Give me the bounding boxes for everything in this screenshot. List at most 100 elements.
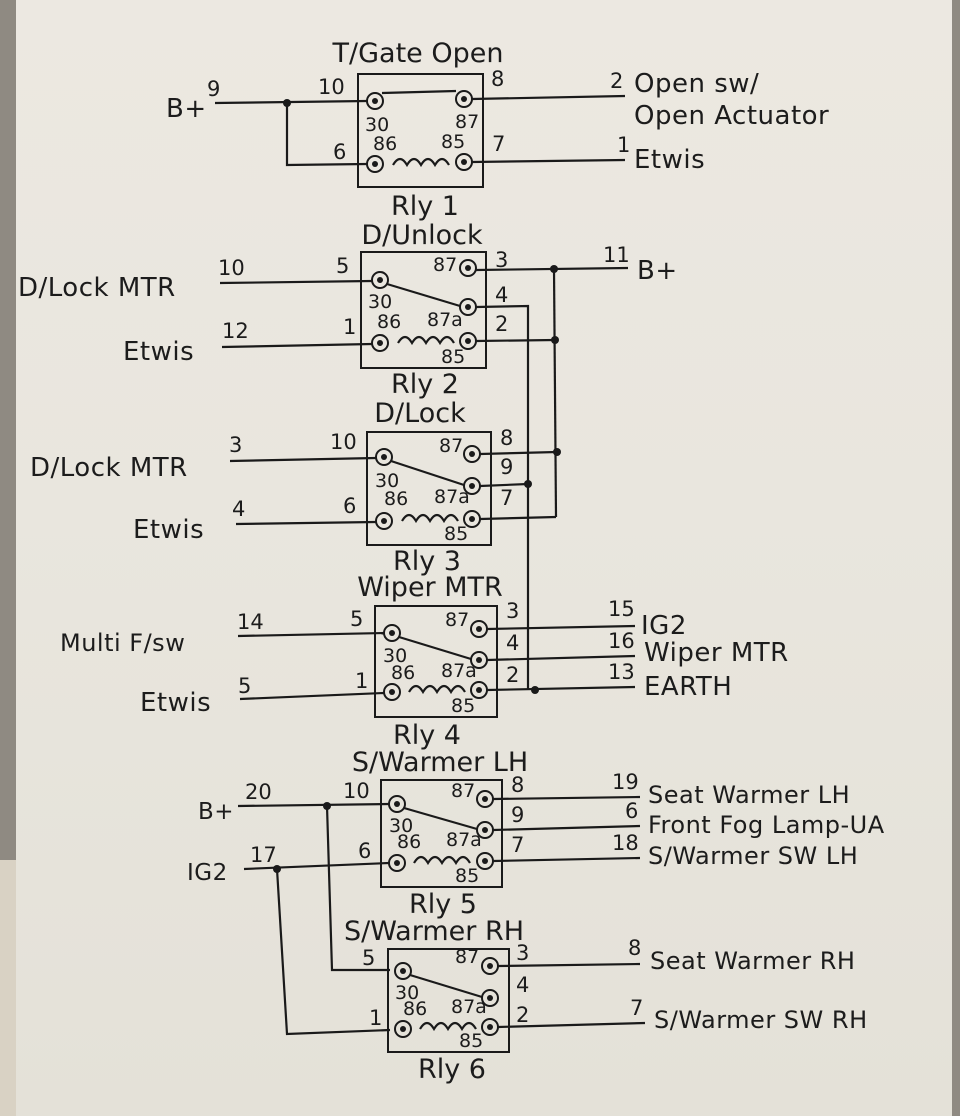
relay-5-wire-num-20: 20 [245,780,272,804]
relay-5-name: Rly 5 [409,889,477,920]
relay-1-wire-num-1: 1 [617,133,630,157]
relay-2-box [360,251,487,369]
relay-3-title: D/Lock [374,398,466,429]
relay-4-contact-30: 30 [383,645,407,667]
relay-3-wire-dlock-mtr [229,456,377,463]
relay-4-contact-87a: 87a [441,660,477,682]
relay-1-name: Rly 1 [391,191,459,222]
relay-5-wire-label-front-fog: Front Fog Lamp-UA [648,811,885,839]
relay-3-wire-87-bplus [479,450,558,456]
relay-5-wire-label-seat-warmer-lh: Seat Warmer LH [648,781,850,809]
relay-3-wire-num-3: 3 [229,433,242,457]
relay-6-wire-num-8: 8 [628,936,641,960]
relay-3-contact-87: 87 [439,435,463,457]
relay-1-wire-label-etwis: Etwis [634,145,705,175]
relay-6-pin-2: 2 [516,1003,529,1027]
relay-5-switch-arm [403,806,478,831]
relay-2-contact-87a: 87a [427,309,463,331]
relay-5-pin-9: 9 [511,803,524,827]
relay-1-pin-7: 7 [492,132,505,156]
relay-4-contact-85: 85 [451,695,475,717]
relay-3-terminal-30 [375,448,393,466]
relay-6-terminal-30 [394,962,412,980]
relay-2-junction-bplus [550,265,558,273]
relay-4-wire-label-ig2: IG2 [641,611,687,641]
relay-5-pin-10: 10 [343,779,370,803]
relay-2-wire-85-bus [475,338,556,343]
relay-2-junction-85 [551,336,559,344]
relay-5-wire-sw-lh [492,856,641,863]
relay-5-contact-87: 87 [451,780,475,802]
relay-5-terminal-30 [388,795,406,813]
relay-1-contact-30: 30 [365,114,389,136]
relay-2-pin-1: 1 [343,315,356,339]
relay-1-pin-6: 6 [333,140,346,164]
relay-3-box [366,431,492,546]
relay-6-contact-85: 85 [459,1030,483,1052]
relay-5-wire-bplus-to-rly6 [325,805,390,972]
relay-5-wire-b-plus [237,802,390,808]
relay-6-wire-label-seat-warmer-rh: Seat Warmer RH [650,947,855,975]
relay-6-terminal-86 [394,1020,412,1038]
relay-2-pin-5: 5 [336,254,349,278]
relay-5-coil [412,855,472,865]
relay-4-terminal-30 [383,624,401,642]
relay-4-terminal-86 [383,683,401,701]
relay-4-wire-earth [486,685,636,692]
relay-4-wire-label-earth: EARTH [644,672,732,702]
relay-2-pin-3: 3 [495,248,508,272]
relay-2-wire-num-10: 10 [218,256,245,280]
relay-4-pin-4: 4 [506,631,519,655]
relay-4-name: Rly 4 [393,720,461,751]
relay-1-wire-label-open-actuator: Open Actuator [634,101,829,131]
relay-3-wire-etwis [235,520,377,526]
relay-2-terminal-87 [459,259,477,277]
relay-1-terminal-30 [366,92,384,110]
relay-4-junction-earth [531,686,539,694]
relay-5-terminal-86 [388,854,406,872]
relay-5-contact-30: 30 [389,815,413,837]
relay-1-terminal-85 [455,153,473,171]
relay-4-wire-num-14: 14 [237,610,264,634]
relay-4-wire-multi-fsw [237,631,385,638]
relay-3-coil [400,513,460,523]
relay-3-name: Rly 3 [393,546,461,577]
relay-2-contact-85: 85 [441,346,465,368]
relay-4-pin-1: 1 [355,669,368,693]
relay-5-wire-num-19: 19 [612,770,639,794]
relay-1-wire-num-9: 9 [207,77,220,101]
relay-6: S/Warmer RH 87 30 86 87a 85 5 1 3 4 2 Rl… [344,916,868,1085]
relay-6-wire-sw-rh [497,1021,646,1029]
relay-3-wire-85 [479,515,557,521]
relay-2-contact-87: 87 [433,254,457,276]
relay-4-contact-87: 87 [445,609,469,631]
relay-6-terminal-85 [481,1018,499,1036]
relay-4-wire-num-13: 13 [608,660,635,684]
relay-6-name: Rly 6 [418,1054,486,1085]
relay-2-switch-arm [386,282,461,308]
relay-1-wire-num-2: 2 [610,69,623,93]
relay-4: Wiper MTR 87 30 86 87a 85 5 1 3 4 2 Rly … [60,572,789,751]
relay-4-wire-label-etwis: Etwis [140,688,211,718]
relay-5-wire-label-sw-lh: S/Warmer SW LH [648,842,858,870]
relay-1-coil [391,157,451,167]
relay-4-title: Wiper MTR [357,572,503,603]
relay-6-pin-3: 3 [516,941,529,965]
relay-3-pin-6: 6 [343,494,356,518]
relay-2-contact-30: 30 [368,291,392,313]
relay-1-box [357,73,484,188]
relay-1-wire-bplus-to-86 [285,103,368,167]
relay-4-wire-label-wiper-mtr: Wiper MTR [644,638,789,668]
relay-1-terminal-86 [366,155,384,173]
relay-5-terminal-87 [476,790,494,808]
relay-1-title: T/Gate Open [332,38,504,69]
relay-3-pin-9: 9 [500,455,513,479]
relay-4-contact-86: 86 [391,662,415,684]
relay-2-terminal-86 [371,334,389,352]
relay-4-wire-label-multi-fsw: Multi F/sw [60,629,185,657]
relay-1-contact-87: 87 [455,111,479,133]
relay-4-pin-3: 3 [506,599,519,623]
relay-3-pin-8: 8 [500,426,513,450]
relay-5-box [380,779,503,888]
relay-6-wire-label-sw-rh: S/Warmer SW RH [654,1006,868,1034]
